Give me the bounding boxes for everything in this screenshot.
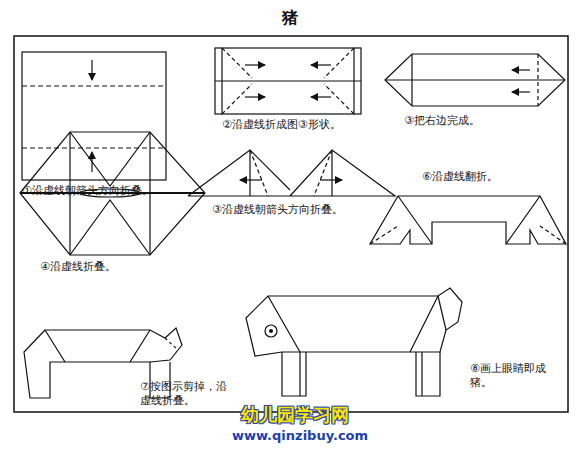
step-caption: ⑥沿虚线翻折。 bbox=[422, 170, 552, 184]
step-caption: ③把右边完成。 bbox=[404, 114, 544, 128]
title: 猪 bbox=[282, 8, 298, 29]
step-caption: ③沿虚线朝箭头方向折叠。 bbox=[212, 203, 412, 217]
watermark: 幼儿园学习网 bbox=[205, 404, 385, 427]
step-caption: ⑧画上眼睛即成猪。 bbox=[470, 362, 554, 390]
step-caption: ⑦按图示剪掉，沿虚线折叠。 bbox=[140, 380, 235, 408]
step-caption: ①沿虚线朝箭头方向折叠。 bbox=[22, 184, 202, 198]
step-caption: ②沿虚线折成图③形状。 bbox=[222, 118, 372, 132]
watermark-url: www.qinzibuy.com bbox=[215, 428, 385, 444]
step-caption: ④沿虚线折叠。 bbox=[40, 260, 180, 274]
